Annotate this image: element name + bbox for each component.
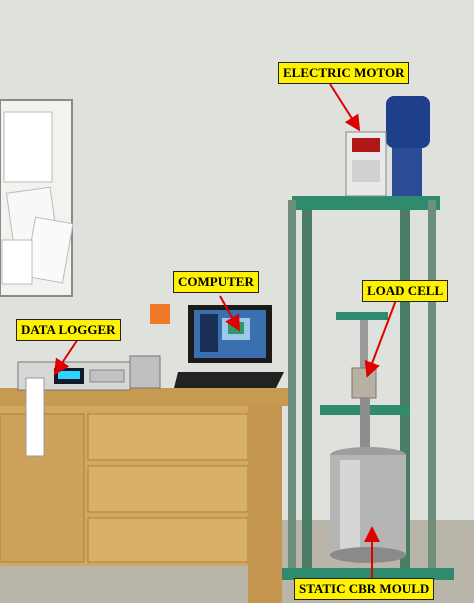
label-data-logger: DATA LOGGER [16,319,121,341]
arrow-electric-motor [329,83,361,132]
laptop [174,305,284,388]
label-load-cell: LOAD CELL [362,280,449,302]
desk [0,388,288,603]
arrow-data-logger [53,335,81,376]
arrow-load-cell [364,299,397,378]
arrow-computer [219,295,240,332]
data-logger-device [17,304,170,457]
electric-motor [345,96,430,197]
label-computer: COMPUTER [173,271,259,293]
cbr-mould [330,447,406,563]
label-static-cbr-mould: STATIC CBR MOULD [294,578,435,600]
label-electric-motor: ELECTRIC MOTOR [278,62,410,84]
noticeboard [0,99,74,297]
